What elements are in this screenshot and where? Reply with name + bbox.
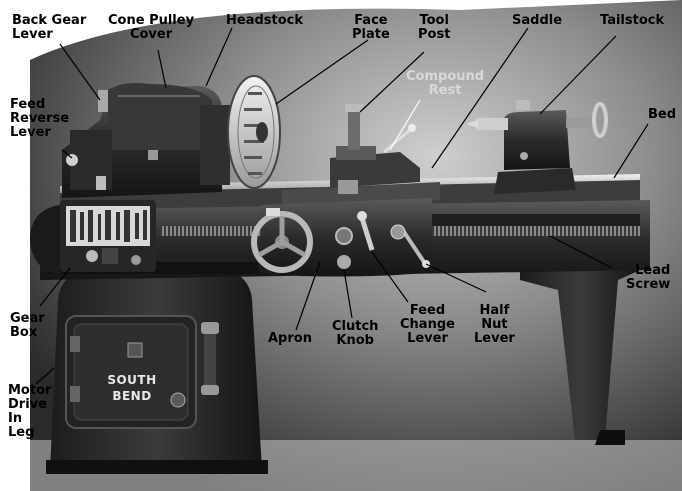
- leader-feed-reverse-lever: [61, 149, 73, 159]
- face-plate-disc: [227, 75, 281, 189]
- label-gear-box: Gear Box: [10, 311, 45, 340]
- gear-box-housing: [30, 200, 156, 275]
- nameplate-line-2: BEND: [112, 389, 151, 403]
- cone-pulley-cover-shape: [106, 83, 212, 150]
- label-cone-pulley-cover: Cone Pulley Cover: [108, 13, 195, 42]
- leader-tailstock: [539, 35, 617, 115]
- tailstock-body: [466, 100, 608, 194]
- leader-headstock: [205, 27, 233, 87]
- leader-half-nut-lever: [425, 263, 487, 293]
- back-gear-lever-knob: [98, 90, 108, 112]
- feed-reverse-knob: [66, 154, 78, 166]
- leader-cone-pulley-cover: [157, 49, 167, 89]
- tool-post-shape: [348, 110, 360, 150]
- leader-apron: [295, 261, 321, 331]
- leader-saddle: [431, 27, 529, 169]
- label-lead-screw: Lead Screw: [626, 263, 671, 292]
- motor-drive-leg: [46, 262, 268, 474]
- nameplate-line-1: SOUTH: [107, 373, 156, 387]
- leader-back-gear-lever: [59, 43, 101, 101]
- leader-gear-box: [39, 267, 71, 307]
- label-clutch-knob: Clutch Knob: [332, 319, 379, 348]
- carriage-assembly: [251, 104, 440, 277]
- leader-feed-change-lever: [371, 251, 409, 303]
- label-bed: Bed: [648, 107, 677, 122]
- label-back-gear-lever: Back Gear Lever: [12, 13, 87, 42]
- label-motor-drive-in-leg: Motor Drive In Leg: [8, 383, 52, 440]
- leader-bed: [613, 123, 649, 179]
- label-compound-rest: Compound Rest: [406, 69, 485, 98]
- compound-rest-shape: [330, 152, 420, 188]
- label-saddle: Saddle: [512, 13, 563, 28]
- label-half-nut-lever: Half Nut Lever: [474, 303, 515, 346]
- label-tailstock: Tailstock: [600, 13, 665, 28]
- label-feed-reverse-lever: Feed Reverse Lever: [10, 97, 70, 140]
- leader-clutch-knob: [343, 269, 353, 319]
- label-tool-post: Tool Post: [418, 13, 451, 42]
- leader-lead-screw: [549, 235, 613, 269]
- label-headstock: Headstock: [226, 13, 304, 28]
- headstock-body: [62, 83, 230, 198]
- right-leg: [520, 250, 640, 445]
- label-apron: Apron: [268, 331, 312, 346]
- leader-lines: [35, 27, 649, 385]
- leader-face-plate: [275, 39, 369, 105]
- leader-tool-post: [359, 51, 425, 113]
- leader-compound-rest: [389, 99, 421, 151]
- label-feed-change-lever: Feed Change Lever: [400, 303, 455, 346]
- label-face-plate: Face Plate: [352, 13, 390, 42]
- leader-motor-drive-in-leg: [35, 367, 55, 385]
